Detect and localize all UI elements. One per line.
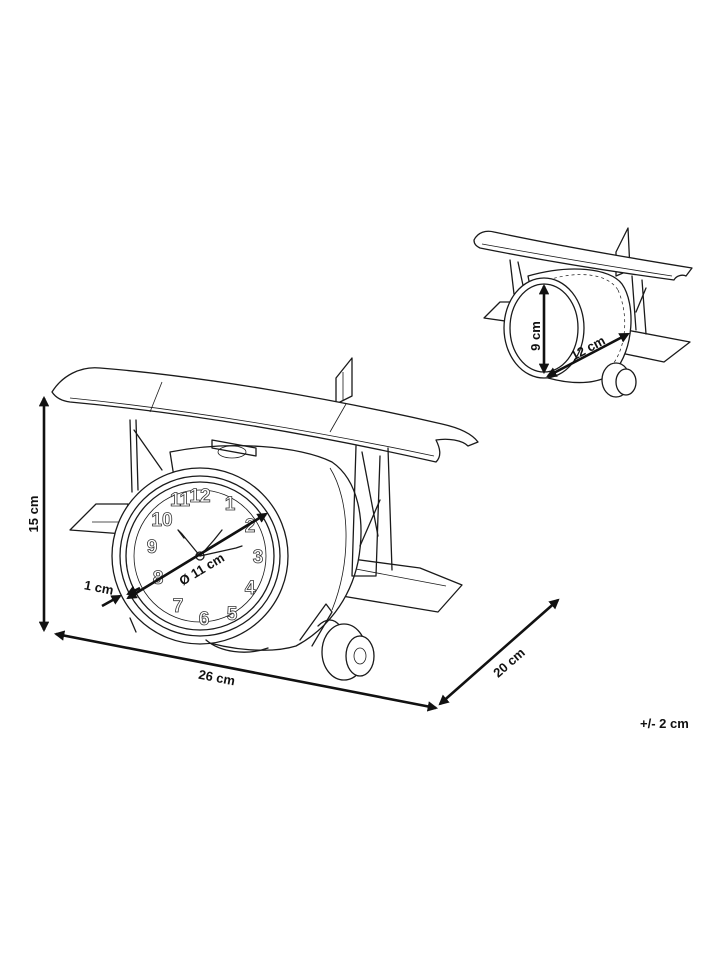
clock-depth-label: 1 cm [83,577,115,597]
biplane-clock-rear-view [473,227,693,398]
depth-arrow [438,598,560,706]
svg-text:7: 7 [173,596,184,617]
depth-label: 20 cm [490,645,528,681]
diameter-arrow [126,512,268,600]
svg-text:11: 11 [170,490,191,511]
body-height-label: 9 cm [528,321,543,351]
width-label: 26 cm [197,667,236,689]
height-label: 15 cm [26,496,41,533]
svg-text:3: 3 [253,547,264,568]
svg-text:1: 1 [225,494,236,515]
tolerance-note: +/- 2 cm [640,716,689,731]
svg-text:6: 6 [199,609,210,630]
clock-depth-arrow [101,594,122,608]
width-arrow [53,630,439,712]
biplane-clock-main-view: 12 1 2 3 4 5 6 7 8 9 10 11 [51,357,479,681]
svg-text:9: 9 [147,537,158,558]
dimension-arrows [38,283,630,712]
body-length-arrow [546,332,630,378]
clock-depth-arrow-b [126,585,141,596]
svg-text:4: 4 [245,578,256,599]
svg-text:12: 12 [189,486,210,507]
svg-text:10: 10 [151,510,172,531]
svg-text:5: 5 [227,604,238,625]
